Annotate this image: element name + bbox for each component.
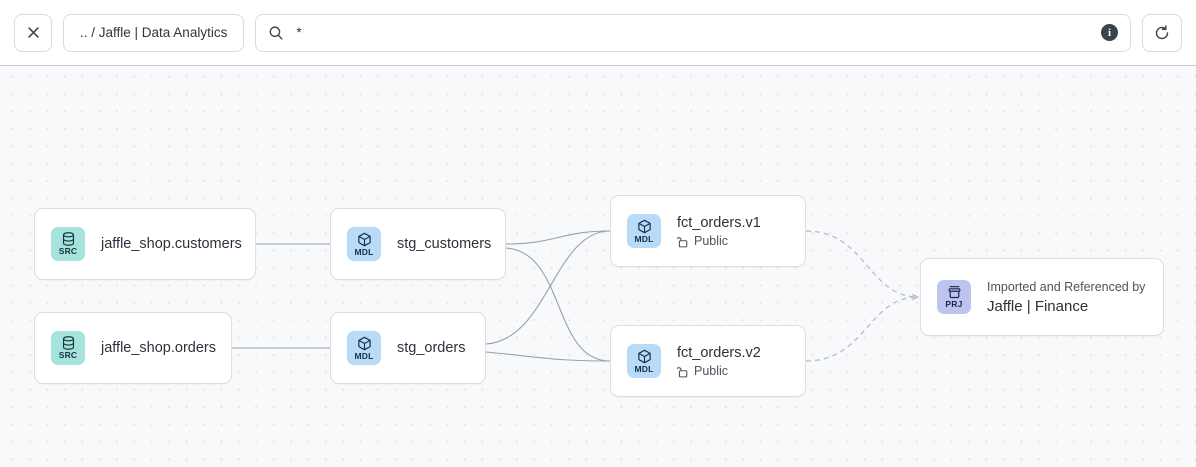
cube-icon bbox=[357, 336, 371, 350]
node-text: fct_orders.v2 Public bbox=[677, 344, 761, 379]
node-fct-orders-v1[interactable]: MDL fct_orders.v1 Public bbox=[610, 195, 806, 267]
node-src-customers[interactable]: SRC jaffle_shop.customers bbox=[34, 208, 256, 280]
node-title: jaffle_shop.customers bbox=[101, 236, 242, 252]
cube-icon bbox=[637, 219, 651, 233]
badge-label: MDL bbox=[634, 363, 654, 374]
search-field[interactable]: i bbox=[255, 13, 1131, 52]
info-icon[interactable]: i bbox=[1101, 24, 1118, 41]
badge-mdl: MDL bbox=[627, 344, 661, 378]
badge-mdl: MDL bbox=[627, 214, 661, 248]
badge-src: SRC bbox=[51, 331, 85, 365]
node-fct-orders-v2[interactable]: MDL fct_orders.v2 Public bbox=[610, 325, 806, 397]
refresh-button[interactable] bbox=[1142, 13, 1182, 52]
cube-icon bbox=[357, 232, 371, 246]
node-kicker: Imported and Referenced by bbox=[987, 279, 1146, 294]
node-text: fct_orders.v1 Public bbox=[677, 214, 761, 249]
node-title: stg_orders bbox=[397, 340, 466, 356]
edge-stg-customers-to-fct-v1 bbox=[505, 230, 611, 245]
badge-label: MDL bbox=[354, 350, 374, 361]
badge-label: SRC bbox=[58, 350, 78, 360]
node-text: stg_customers bbox=[397, 235, 492, 253]
access-label: Public bbox=[694, 233, 729, 248]
close-button[interactable] bbox=[14, 13, 52, 52]
breadcrumb-button[interactable]: .. / Jaffle | Data Analytics bbox=[63, 13, 245, 52]
node-title: fct_orders.v2 bbox=[677, 344, 761, 361]
refresh-icon bbox=[1155, 24, 1169, 39]
node-access: Public bbox=[677, 234, 761, 249]
graph-canvas[interactable]: SRC jaffle_shop.customers SRC jaffle_sho… bbox=[0, 66, 1196, 467]
badge-label: MDL bbox=[354, 246, 374, 257]
badge-mdl: MDL bbox=[347, 331, 381, 365]
badge-label: MDL bbox=[634, 233, 654, 244]
badge-prj: PRJ bbox=[937, 280, 971, 314]
database-icon bbox=[62, 232, 74, 246]
edge-stg-orders-to-fct-v2 bbox=[485, 351, 611, 362]
badge-src: SRC bbox=[51, 227, 85, 261]
node-access: Public bbox=[677, 364, 761, 379]
node-prj-finance[interactable]: PRJ Imported and Referenced by Jaffle | … bbox=[920, 258, 1164, 336]
node-text: jaffle_shop.customers bbox=[101, 235, 242, 253]
node-text: Imported and Referenced by Jaffle | Fina… bbox=[987, 279, 1145, 316]
access-label: Public bbox=[694, 363, 729, 378]
node-title: stg_customers bbox=[397, 236, 492, 252]
node-stg-customers[interactable]: MDL stg_customers bbox=[330, 208, 506, 280]
breadcrumb-label: .. / Jaffle | Data Analytics bbox=[80, 25, 228, 40]
cube-icon bbox=[637, 349, 651, 363]
project-icon bbox=[948, 286, 960, 299]
unlock-icon bbox=[677, 366, 688, 377]
edge-fct-v2-to-prj bbox=[805, 297, 918, 362]
edge-stg-customers-to-fct-v2 bbox=[505, 247, 611, 362]
database-icon bbox=[62, 336, 74, 350]
badge-mdl: MDL bbox=[347, 227, 381, 261]
badge-label: PRJ bbox=[945, 299, 963, 309]
node-title: jaffle_shop.orders bbox=[101, 340, 217, 356]
node-title: Jaffle | Finance bbox=[987, 297, 1089, 315]
node-stg-orders[interactable]: MDL stg_orders bbox=[330, 312, 486, 384]
node-text: jaffle_shop.orders bbox=[101, 339, 217, 357]
search-icon bbox=[269, 25, 283, 40]
toolbar: .. / Jaffle | Data Analytics i bbox=[0, 0, 1196, 66]
badge-label: SRC bbox=[58, 246, 78, 256]
edge-fct-v1-to-prj bbox=[805, 230, 918, 297]
node-text: stg_orders bbox=[397, 339, 466, 357]
node-src-orders[interactable]: SRC jaffle_shop.orders bbox=[34, 312, 232, 384]
unlock-icon bbox=[677, 236, 688, 247]
close-icon bbox=[27, 27, 39, 38]
node-title: fct_orders.v1 bbox=[677, 214, 761, 231]
search-input[interactable] bbox=[296, 25, 1089, 40]
